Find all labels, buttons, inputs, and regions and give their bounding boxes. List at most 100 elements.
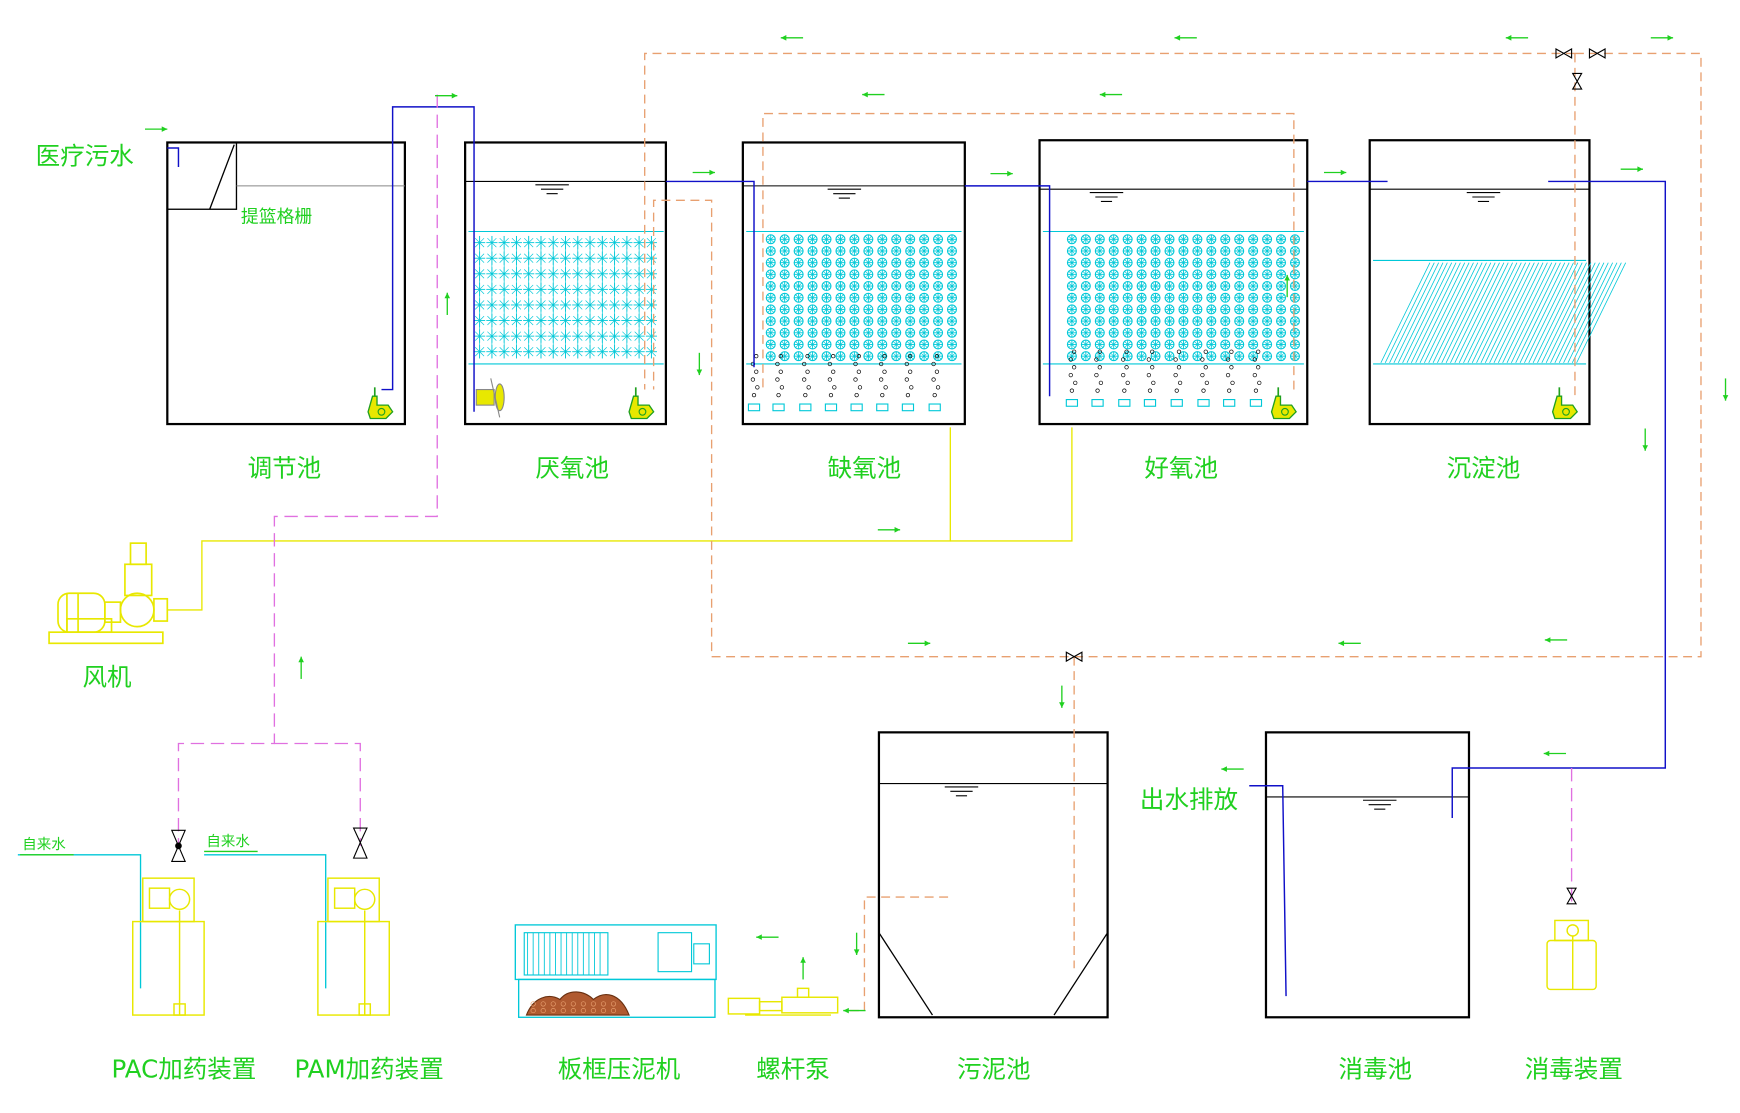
- disinfection-tank-label: 消毒池: [1338, 1054, 1412, 1083]
- media-unit: [793, 245, 804, 256]
- media-unit: [1262, 327, 1273, 338]
- media-unit: [919, 292, 930, 303]
- media-unit: [534, 251, 547, 266]
- media-unit: [1150, 316, 1161, 327]
- media-unit: [1234, 351, 1245, 362]
- media-unit: [1122, 257, 1133, 268]
- media-unit: [877, 245, 888, 256]
- media-unit: [1122, 245, 1133, 256]
- air-bubbles: [802, 354, 811, 398]
- media-unit: [877, 281, 888, 292]
- media-unit: [1234, 327, 1245, 338]
- media-unit: [522, 235, 535, 250]
- media-unit: [559, 313, 572, 328]
- media-unit: [633, 297, 646, 313]
- media-unit: [620, 235, 633, 250]
- diffuser: [799, 403, 812, 412]
- media-unit: [835, 292, 846, 303]
- media-unit: [933, 245, 944, 256]
- settler-tube: [1532, 262, 1583, 364]
- settler-tube: [1537, 262, 1587, 364]
- media-unit: [849, 316, 860, 327]
- media-unit: [620, 313, 633, 328]
- media-unit: [1164, 257, 1175, 268]
- settler-tube: [1528, 262, 1579, 364]
- media-unit: [1276, 351, 1287, 362]
- media-unit: [1164, 304, 1175, 315]
- media-unit: [877, 339, 888, 350]
- media-unit: [877, 257, 888, 268]
- water-level-icon: [534, 184, 570, 195]
- cake-texture: [540, 1008, 546, 1014]
- media-unit: [765, 292, 776, 303]
- media-unit: [946, 245, 958, 256]
- media-unit: [1066, 304, 1077, 315]
- media-unit: [1262, 304, 1273, 315]
- media-unit: [1192, 327, 1203, 338]
- media-unit: [835, 339, 846, 350]
- media-unit: [1108, 257, 1119, 268]
- media-unit: [510, 251, 523, 266]
- media-unit: [779, 245, 790, 256]
- settler-tube: [1524, 262, 1574, 364]
- media-unit: [571, 313, 584, 328]
- media-unit: [863, 327, 874, 338]
- settler-tube: [1406, 262, 1457, 364]
- media-unit: [765, 245, 776, 256]
- settler-tube: [1558, 262, 1609, 364]
- cake-texture: [610, 1001, 617, 1007]
- media-unit: [608, 344, 621, 359]
- settler-tube: [1519, 262, 1570, 364]
- media-unit: [1248, 339, 1259, 350]
- media-unit: [485, 297, 498, 313]
- media-unit: [835, 351, 846, 362]
- media-unit: [1192, 269, 1203, 280]
- media-unit: [1192, 257, 1203, 268]
- media-unit: [1206, 245, 1217, 256]
- media-unit: [571, 235, 584, 250]
- settler-tube: [1493, 262, 1544, 364]
- media-unit: [1136, 327, 1147, 338]
- media-unit: [584, 251, 597, 266]
- media-unit: [1150, 351, 1161, 362]
- media-unit: [498, 282, 511, 297]
- media-unit: [1289, 269, 1300, 280]
- settler-tube: [1467, 262, 1518, 364]
- water-level-icon: [827, 188, 862, 199]
- media-unit: [1094, 269, 1105, 280]
- anaerobic-tank: [464, 141, 668, 426]
- media-unit: [584, 297, 597, 313]
- media-unit: [1248, 304, 1259, 315]
- media-unit: [1234, 245, 1245, 256]
- media-unit: [793, 234, 804, 245]
- media-unit: [1080, 281, 1091, 292]
- media-unit: [596, 329, 609, 344]
- disinfection-device-icon: [1546, 919, 1597, 991]
- media-unit: [793, 281, 804, 292]
- water-level-icon: [1362, 799, 1398, 810]
- media-unit: [473, 251, 486, 266]
- media-unit: [1234, 281, 1245, 292]
- media-unit: [793, 316, 804, 327]
- media-unit: [946, 292, 958, 303]
- media-unit: [1206, 281, 1217, 292]
- media-unit: [1094, 234, 1105, 245]
- media-unit: [863, 245, 874, 256]
- media-unit: [1136, 339, 1147, 350]
- media-unit: [877, 234, 888, 245]
- media-unit: [891, 281, 902, 292]
- media-unit: [1276, 339, 1287, 350]
- media-unit: [608, 266, 621, 281]
- media-unit: [793, 339, 804, 350]
- disinfection-tank: [1264, 731, 1471, 1019]
- media-unit: [534, 329, 547, 344]
- media-unit: [1066, 234, 1077, 245]
- media-unit: [1178, 304, 1189, 315]
- media-unit: [608, 329, 621, 344]
- anoxic-tank-label: 缺氧池: [828, 453, 902, 482]
- media-unit: [1262, 351, 1273, 362]
- media-unit: [891, 292, 902, 303]
- settler-tube: [1511, 262, 1561, 364]
- media-unit: [891, 316, 902, 327]
- media-unit: [1262, 257, 1273, 268]
